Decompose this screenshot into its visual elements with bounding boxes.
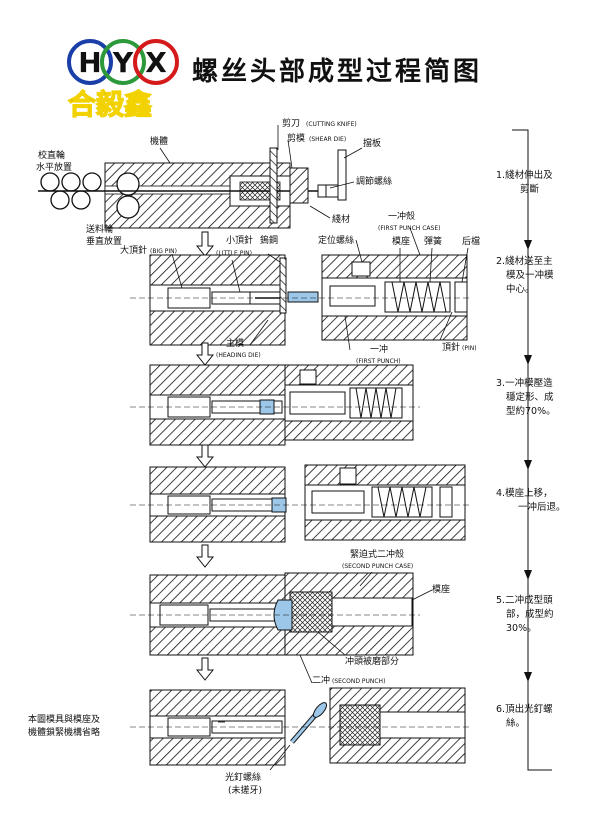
step-2-line-1: 2.綫材送至主 <box>496 255 553 267</box>
step-flow-line <box>512 129 552 771</box>
stage-5-second-punch: 緊迫式二冲殼 (SECOND PUNCH CASE) 模座 冲頭被磨部分 二冲 … <box>130 548 450 686</box>
label-wire: 綫材 <box>332 213 350 225</box>
logo-company-name: 合毅鑫 <box>68 88 152 121</box>
step-arrow-icon <box>524 460 532 470</box>
step-1-line-1: 1.綫材伸出及 <box>496 169 553 181</box>
step-2-line-3: 中心。 <box>506 283 535 295</box>
label-first-punch-en: (FIRST PUNCH) <box>356 358 401 365</box>
straightener-rollers <box>40 172 102 210</box>
logo: H Y X 合毅鑫 <box>67 39 179 122</box>
logo-letter-x: X <box>145 46 167 79</box>
label-baffle: 擋板 <box>363 137 381 149</box>
down-arrow-icon <box>195 544 215 568</box>
label-vertical: 垂直放置 <box>86 235 122 247</box>
page-title: 螺丝头部成型过程简图 <box>192 56 482 87</box>
down-arrow-icon <box>195 231 215 257</box>
label-first-case-en: (FIRST PUNCH CASE) <box>378 225 440 232</box>
step-5-line-1: 5.二冲成型頭 <box>496 594 553 606</box>
label-horizontal: 水平放置 <box>36 161 72 173</box>
stage-2-feed-to-die: 大頂針 (BIG PIN) 小頂針 (LITTLE PIN) 鎢鋼 定位螺絲 一… <box>120 210 480 365</box>
step-6: 6.頂出光釘螺 絲。 <box>496 703 553 729</box>
label-spring: 彈簧 <box>424 235 442 247</box>
label-die-seat: 模座 <box>392 235 410 247</box>
logo-rings <box>67 39 179 85</box>
step-3-line-2: 穩定形、成 <box>506 391 554 403</box>
label-blank-screw: 光釘螺絲 <box>225 771 261 783</box>
step-1-line-2: 剪斷 <box>520 183 540 195</box>
stage-3-first-punch <box>130 364 420 446</box>
step-arrow-icon <box>524 240 532 250</box>
step-4-line-1: 4.模座上移， <box>496 487 553 499</box>
label-second-punch-en: (SECOND PUNCH) <box>332 678 385 685</box>
label-cutting-knife-en: (CUTTING KNIFE) <box>306 121 357 128</box>
step-1: 1.綫材伸出及 剪斷 <box>496 169 553 195</box>
wire-blank <box>287 291 319 303</box>
step-4: 4.模座上移， 一冲后退。 <box>496 487 566 513</box>
step-3: 3.一冲模壓造 穩定形、成 型約70%。 <box>496 377 556 417</box>
step-5-line-3: 30%。 <box>506 623 537 634</box>
note-line-1: 本圖模具與模座及 <box>28 713 100 725</box>
label-pin: 頂針 <box>442 341 460 353</box>
label-clamp: 鎢鋼 <box>260 234 278 246</box>
down-arrow-icon <box>195 657 215 681</box>
stage-1-feed-cut: 剪刀 (CUTTING KNIFE) 剪模 (SHEAR DIE) 擋板 機體 … <box>36 117 392 247</box>
step-arrow-icon <box>524 570 532 580</box>
step-6-line-1: 6.頂出光釘螺 <box>496 703 553 715</box>
logo-letter-h: H <box>78 46 101 79</box>
label-big-pin-en: (BIG PIN) <box>150 248 177 255</box>
feed-rollers <box>116 172 140 219</box>
note-line-2: 機體鎖緊機構省略 <box>28 726 100 738</box>
label-locate-screw: 定位螺絲 <box>318 234 354 246</box>
label-first-case: 一冲殼 <box>388 210 415 222</box>
label-pin-en: (PIN) <box>462 345 477 352</box>
step-3-line-3: 型約70%。 <box>506 405 556 417</box>
label-second-case-en: (SECOND PUNCH CASE) <box>342 563 413 570</box>
step-2-line-2: 模及一冲模 <box>506 269 554 281</box>
label-machine-body: 機體 <box>150 135 168 147</box>
label-second-punch: 二冲 <box>312 674 330 686</box>
down-arrow-icon <box>195 444 215 468</box>
label-feed-wheel: 送料輪 <box>86 223 113 235</box>
label-big-pin: 大頂針 <box>120 244 147 256</box>
label-die-seat-2: 模座 <box>432 583 450 595</box>
label-first-punch: 一冲 <box>370 343 388 355</box>
label-adjust-screw: 調節螺絲 <box>356 175 392 187</box>
stage-6-eject: 本圖模具與模座及 機體鎖緊機構省略 光釘螺絲 (未搓牙) <box>28 687 470 796</box>
step-2: 2.綫材送至主 模及一冲模 中心。 <box>496 255 554 295</box>
step-5-line-2: 部，成型約 <box>506 608 554 620</box>
step-6-line-2: 絲。 <box>506 717 525 729</box>
label-heading-die: 主模 <box>226 337 244 349</box>
label-shear-die: 剪模 <box>287 132 305 144</box>
label-heading-die-en: (HEADING DIE) <box>216 352 261 359</box>
step-3-line-1: 3.一冲模壓造 <box>496 377 553 389</box>
label-little-pin-en: (LITTLE PIN) <box>216 250 252 257</box>
step-4-line-2: 一冲后退。 <box>518 501 566 513</box>
step-arrow-icon <box>524 355 532 365</box>
label-little-pin: 小頂針 <box>226 234 253 246</box>
label-grind-part: 冲頭被磨部分 <box>345 655 399 667</box>
step-arrow-icon <box>524 672 532 682</box>
label-no-thread: (未搓牙) <box>228 784 262 796</box>
logo-letter-y: Y <box>112 46 134 79</box>
label-straightener: 校直輪 <box>38 149 65 161</box>
step-5: 5.二冲成型頭 部，成型約 30%。 <box>496 594 554 634</box>
label-shear-die-en: (SHEAR DIE) <box>309 136 346 143</box>
down-arrow-icon <box>195 342 215 366</box>
label-second-case: 緊迫式二冲殼 <box>350 548 404 560</box>
blank-screw-icon <box>290 702 328 744</box>
stage-4-die-move <box>130 464 470 543</box>
label-cutting-knife: 剪刀 <box>282 117 300 129</box>
label-back-stop: 后檔 <box>462 235 480 247</box>
